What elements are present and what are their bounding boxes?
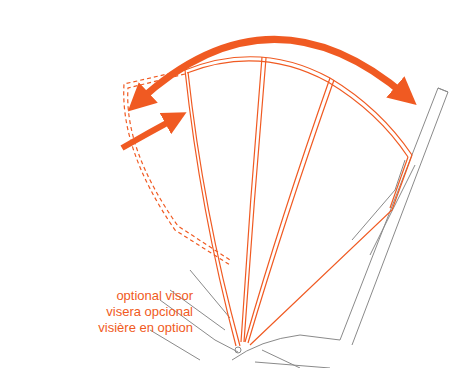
visor-arrow	[122, 118, 176, 148]
visor-label: visera opcional	[98, 304, 193, 320]
visor-label: optional visor	[98, 288, 193, 304]
canopy	[185, 57, 412, 346]
rotation-arrow	[138, 39, 406, 102]
visor-label: visière en option	[98, 320, 193, 336]
label-group: optional visorvisera opcionalvisière en …	[98, 288, 193, 336]
